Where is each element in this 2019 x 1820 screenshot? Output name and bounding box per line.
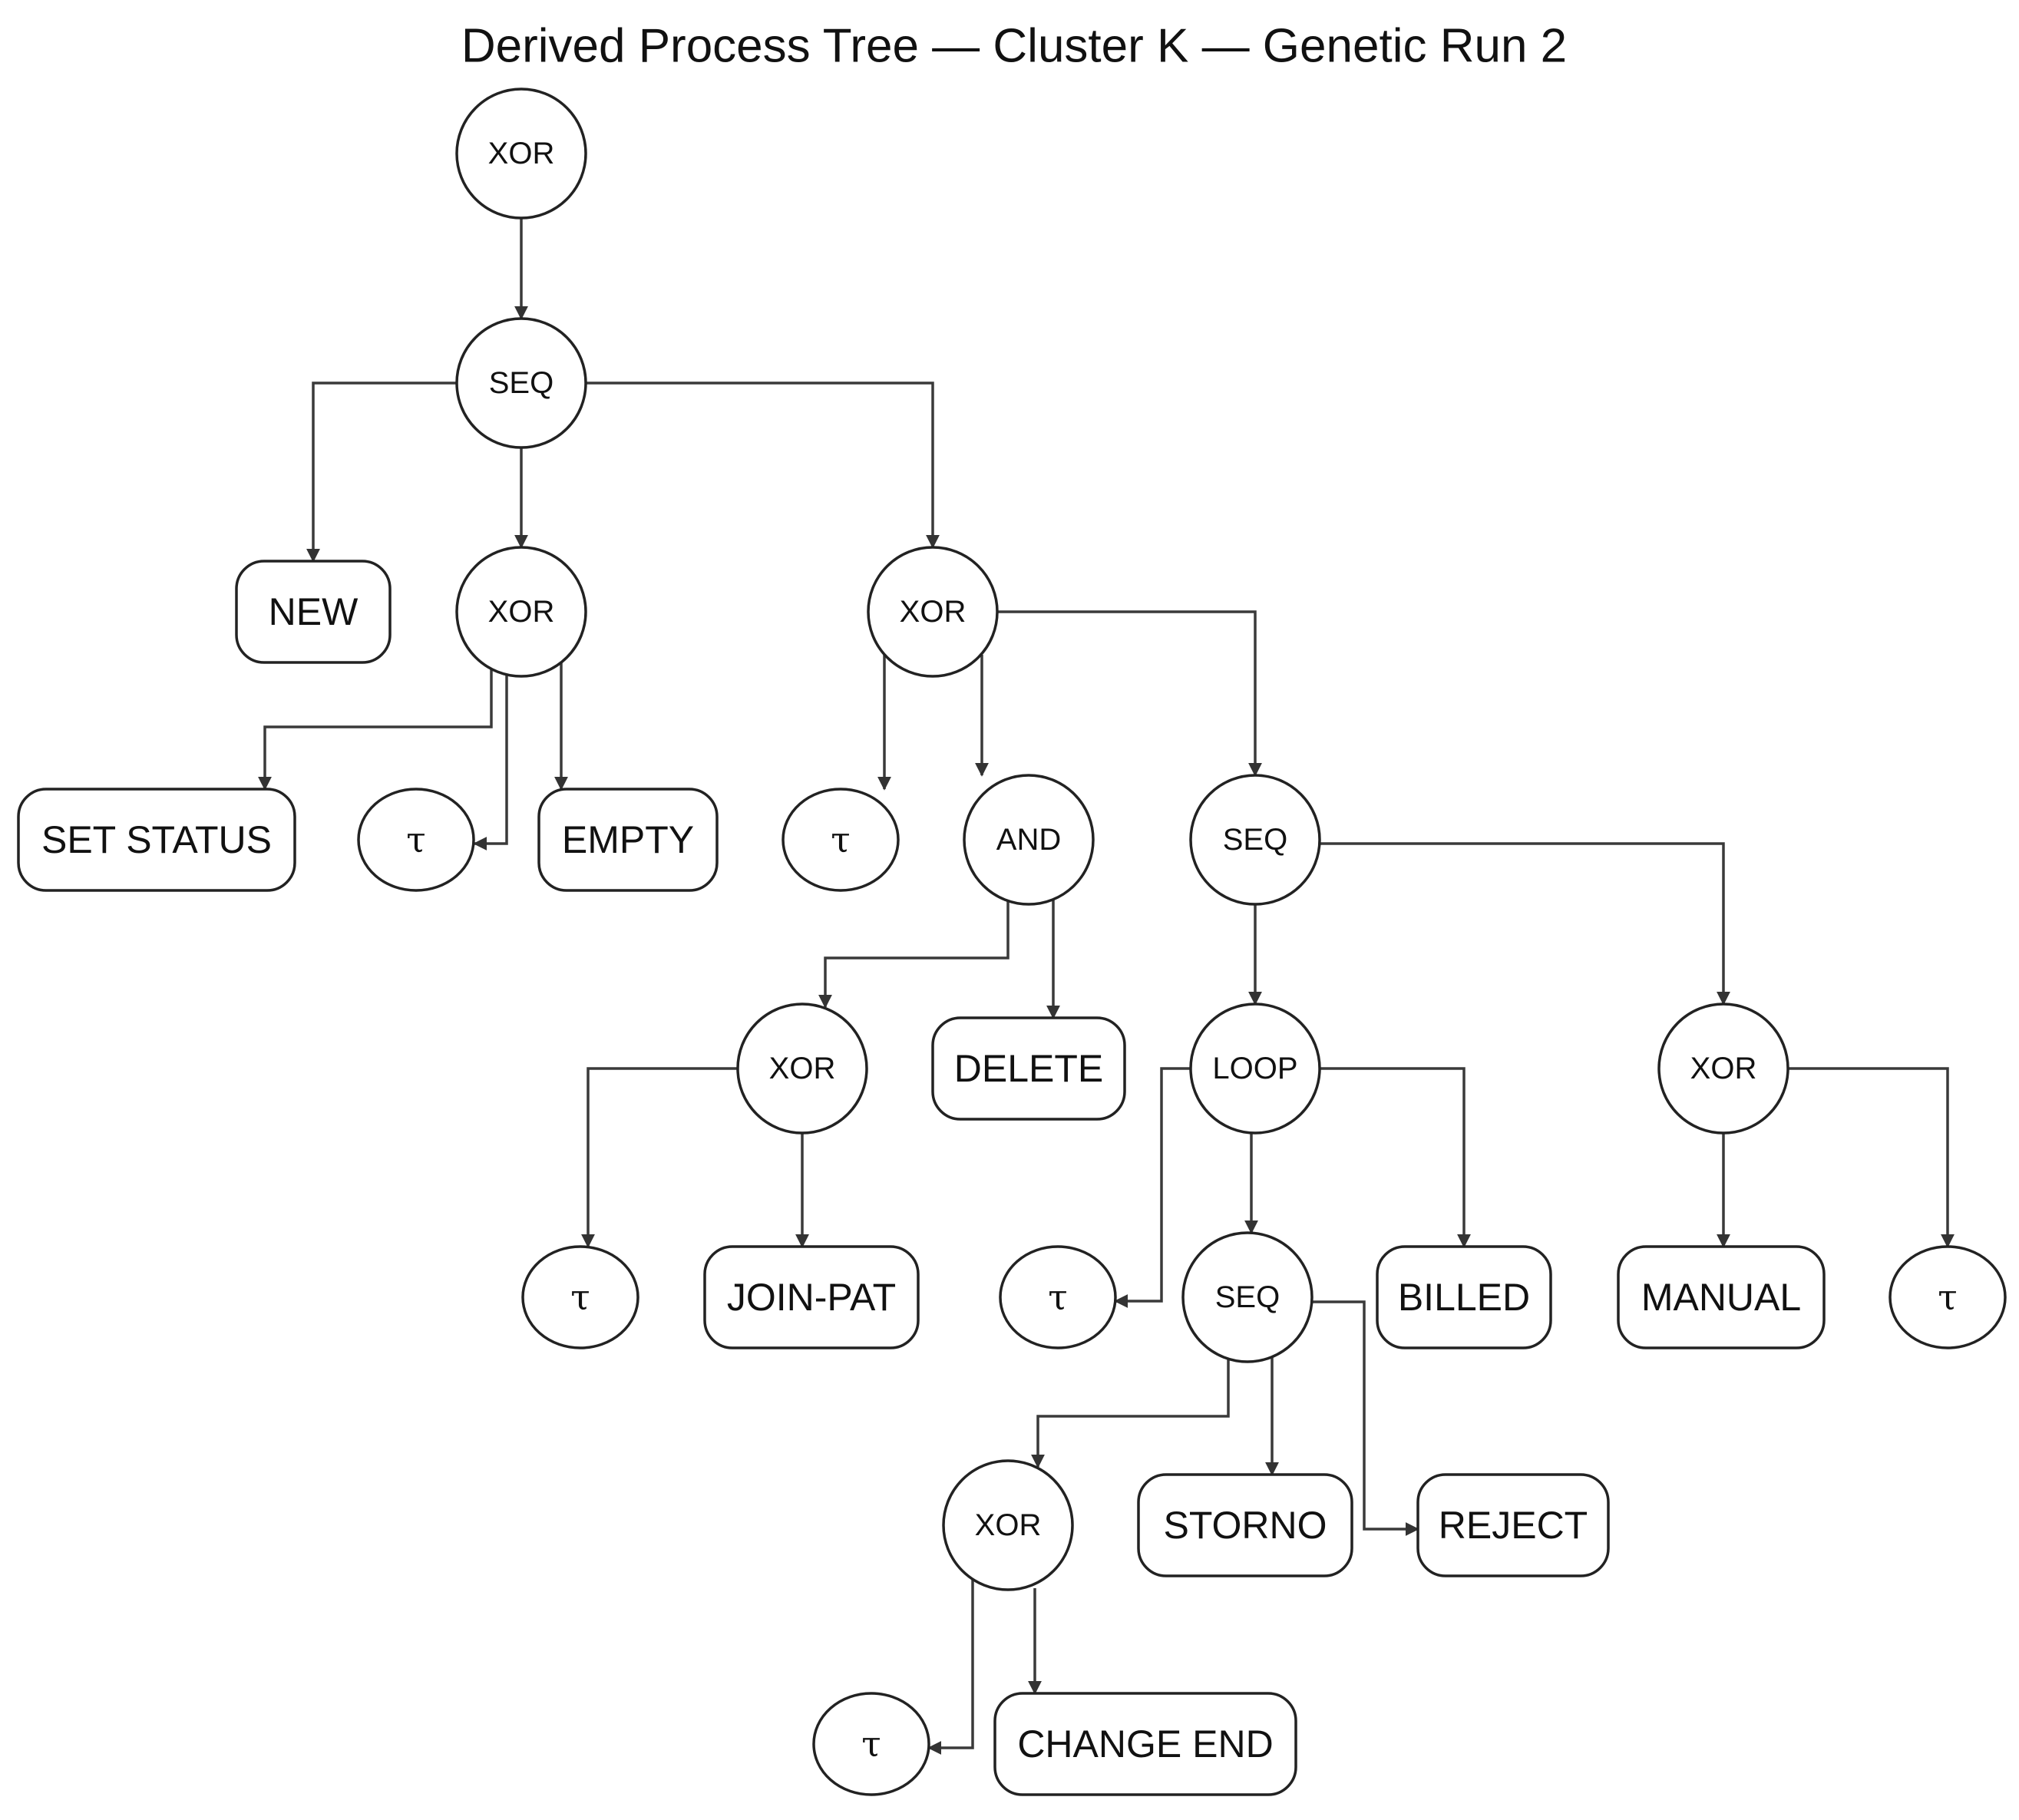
edge-xor-a-to-tau-a [473,675,508,851]
node-label: REJECT [1439,1504,1588,1547]
node-loop1: LOOP [1189,1002,1321,1135]
operator-circle [455,317,587,449]
activity-box [235,560,392,664]
nodes: XOR SEQ NEW XOR XOR SET STATUS τ EMPTY τ AND SEQ XO… [17,88,2007,1796]
node-tau-e: τ [1888,1245,2007,1349]
node-label: CHANGE END [1017,1723,1273,1765]
silent-step-ellipse [999,1245,1117,1349]
node-label: SEQ [1215,1280,1280,1314]
activity-box [993,1692,1297,1796]
node-label: AND [996,823,1061,857]
edge-xor-b-to-seq2 [997,610,1262,777]
activity-box [1617,1245,1826,1349]
edge-xor-c-to-tau-c [581,1067,738,1248]
edge-loop1-to-tau-d [1114,1067,1191,1308]
node-xor-d: XOR [1657,1002,1789,1135]
node-label: MANUAL [1641,1276,1801,1319]
node-label: JOIN-PAT [727,1276,896,1319]
node-label: STORNO [1164,1504,1327,1547]
node-xor-c: XOR [736,1002,868,1135]
operator-circle [963,774,1095,906]
operator-circle [455,546,587,678]
operator-circle [455,88,587,220]
node-label: DELETE [954,1047,1104,1090]
activity-box [703,1245,920,1349]
node-seq2: SEQ [1189,774,1321,906]
edge-seq3-to-reject [1312,1300,1419,1536]
node-manual: MANUAL [1617,1245,1826,1349]
activity-box [17,788,296,892]
node-label: XOR [900,595,967,629]
node-seq1: SEQ [455,317,587,449]
node-billed: BILLED [1376,1245,1552,1349]
node-label: LOOP [1212,1052,1297,1085]
activity-box [1416,1473,1610,1577]
silent-step-ellipse [357,788,475,892]
node-xor-b: XOR [867,546,999,678]
node-xor-e: XOR [942,1459,1074,1591]
edge-and1-to-xor-c [818,900,1010,1009]
node-label: τ [861,1723,881,1765]
node-label: τ [831,819,850,860]
operator-circle [1189,774,1321,906]
node-delete: DELETE [931,1016,1126,1121]
silent-step-ellipse [812,1692,930,1796]
node-and1: AND [963,774,1095,906]
node-empty: EMPTY [537,788,719,892]
edge-seq1-to-xor-b [586,382,940,549]
node-label: BILLED [1398,1276,1530,1319]
activity-box [1137,1473,1353,1577]
node-label: τ [1048,1277,1067,1318]
node-label: τ [570,1277,590,1318]
node-set-status: SET STATUS [17,788,296,892]
diagram-title: Derived Process Tree — Cluster K — Genet… [461,20,1567,73]
activity-box [1376,1245,1552,1349]
edge-seq2-to-xor-d [1320,842,1730,1006]
operator-circle [942,1459,1074,1591]
edge-xor-d-to-tau-e [1788,1067,1955,1248]
node-label: EMPTY [562,818,694,861]
node-xor-a: XOR [455,546,587,678]
activity-box [537,788,719,892]
node-label: XOR [488,595,555,629]
edge-loop1-to-billed [1320,1067,1471,1248]
operator-circle [1181,1231,1314,1363]
node-tau-d: τ [999,1245,1117,1349]
edge-xor-e-to-tau-f [927,1579,974,1755]
node-tau-b: τ [781,788,900,892]
node-root-xor: XOR [455,88,587,220]
node-label: τ [406,819,425,860]
node-label: NEW [269,590,359,633]
node-tau-f: τ [812,1692,930,1796]
operator-circle [1657,1002,1789,1135]
node-tau-a: τ [357,788,475,892]
activity-box [931,1016,1126,1121]
node-label: SEQ [1223,823,1287,857]
edges [258,218,1955,1755]
node-change-end: CHANGE END [993,1692,1297,1796]
operator-circle [736,1002,868,1135]
node-reject: REJECT [1416,1473,1610,1577]
node-label: SEQ [489,366,553,400]
node-label: XOR [488,137,555,170]
silent-step-ellipse [781,788,900,892]
node-label: SET STATUS [41,818,272,861]
silent-step-ellipse [1888,1245,2007,1349]
node-tau-c: τ [521,1245,639,1349]
operator-circle [1189,1002,1321,1135]
node-storno: STORNO [1137,1473,1353,1577]
edge-xor-a-to-set-status [258,669,493,791]
edge-seq1-to-new [306,382,457,563]
node-label: XOR [975,1508,1042,1542]
node-seq3: SEQ [1181,1231,1314,1363]
operator-circle [867,546,999,678]
edge-seq3-to-xor-e [1031,1359,1230,1468]
node-label: XOR [1690,1052,1757,1085]
node-label: XOR [769,1052,836,1085]
silent-step-ellipse [521,1245,639,1349]
node-join-pat: JOIN-PAT [703,1245,920,1349]
node-label: τ [1938,1277,1957,1318]
node-new: NEW [235,560,392,664]
